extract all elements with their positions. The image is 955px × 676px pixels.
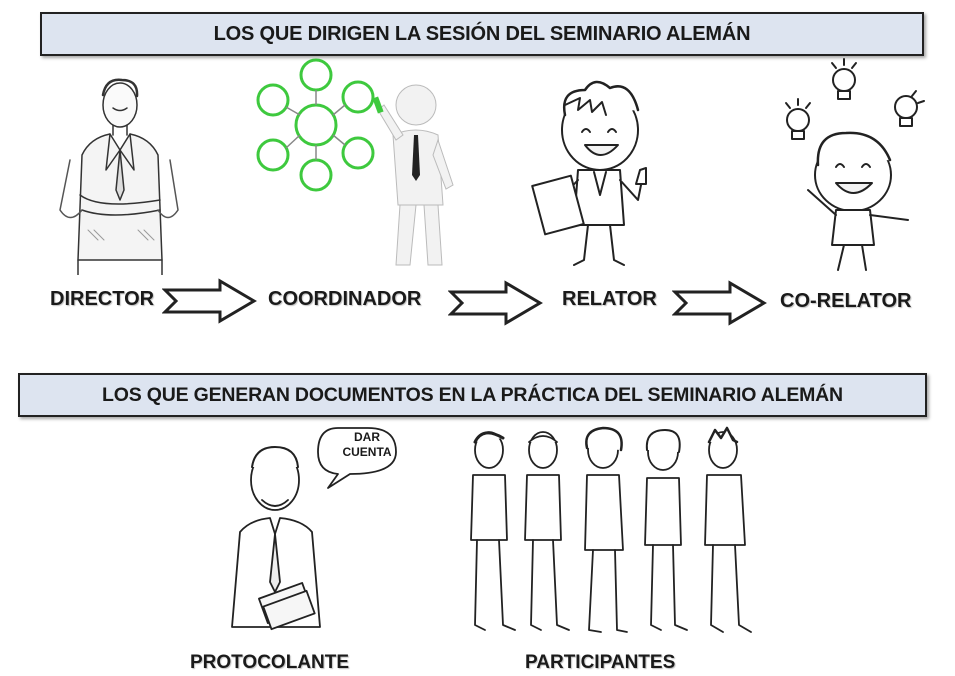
participantes-illustration xyxy=(455,420,775,645)
arrow-right-icon xyxy=(162,278,257,324)
role-label-co-relator: CO-RELATOR xyxy=(780,290,912,312)
arrow-right-icon xyxy=(672,280,767,326)
co-relator-illustration xyxy=(738,55,948,277)
speech-bubble xyxy=(317,427,397,489)
lightbulb-icon xyxy=(785,98,811,140)
speech-line-2: CUENTA xyxy=(342,445,392,459)
protocolante-illustration xyxy=(220,422,410,637)
arrow-right-icon xyxy=(448,280,543,326)
speech-bubble-text: DAR CUENTA xyxy=(326,430,408,460)
top-section-title: LOS QUE DIRIGEN LA SESIÓN DEL SEMINARIO … xyxy=(40,12,924,56)
role-label-coordinador: COORDINADOR xyxy=(268,288,422,310)
speech-line-1: DAR xyxy=(354,430,380,444)
role-label-relator: RELATOR xyxy=(562,288,657,310)
relator-illustration xyxy=(490,60,730,275)
role-label-director: DIRECTOR xyxy=(50,288,155,310)
director-illustration xyxy=(10,60,230,275)
bottom-section-title: LOS QUE GENERAN DOCUMENTOS EN LA PRÁCTIC… xyxy=(18,373,927,417)
coordinador-illustration xyxy=(238,55,483,277)
role-label-protocolante: PROTOCOLANTE xyxy=(190,652,350,673)
role-label-participantes: PARTICIPANTES xyxy=(525,652,676,673)
